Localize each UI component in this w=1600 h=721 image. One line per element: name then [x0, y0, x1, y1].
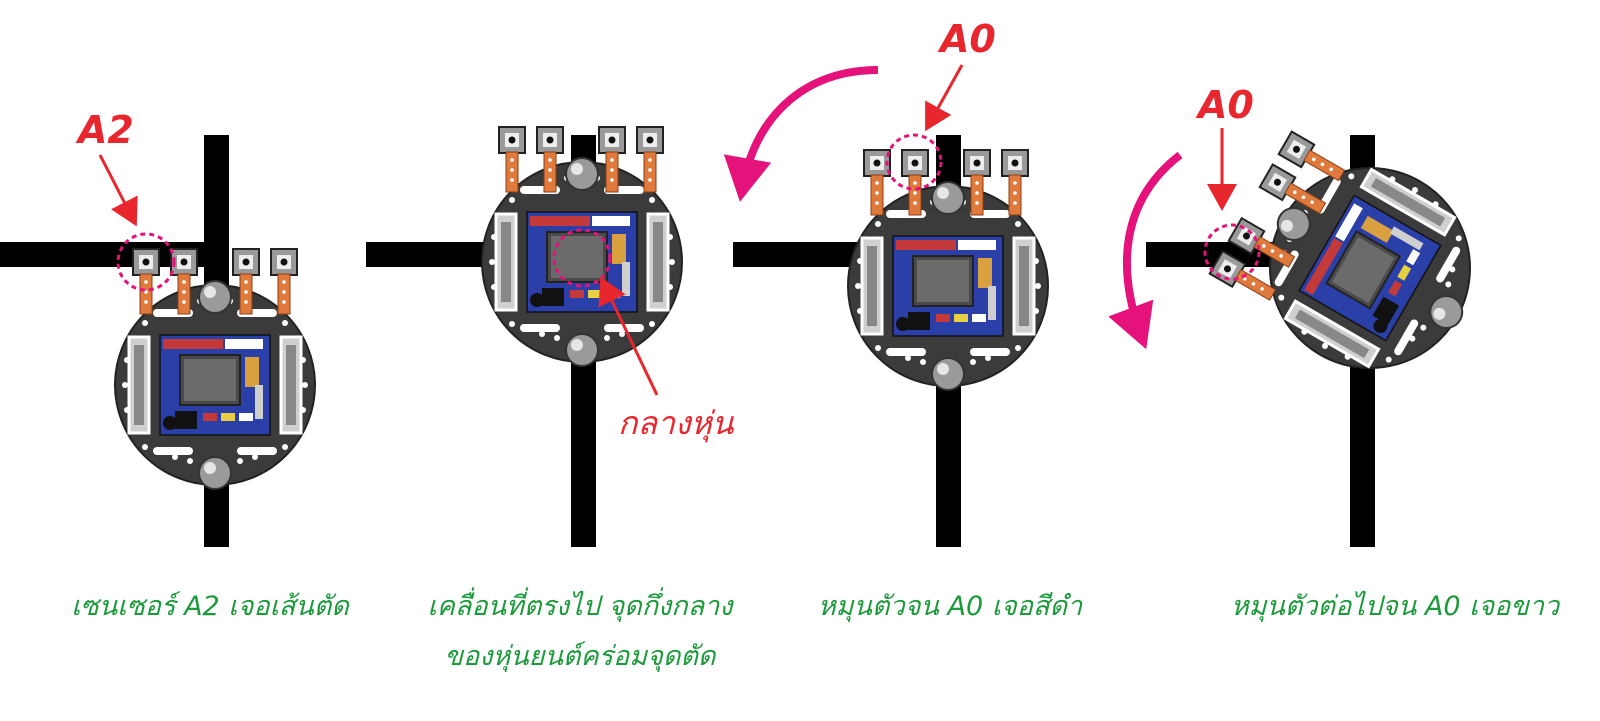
robot-3 [846, 149, 1050, 392]
pointer-arrow-1 [98, 154, 138, 227]
robot-1 [113, 248, 317, 491]
caption-line: ของหุ่นยนต์คร่อมจุดตัด [444, 641, 716, 672]
caption-panel-4: หมุนตัวต่อไปจน A0 เจอขาว [1195, 588, 1595, 626]
panel-4: A0 [1108, 83, 1512, 547]
caption-line: เคลื่อนที่ตรงไป จุดกึ่งกลาง [427, 591, 733, 622]
sensor-label-a2: A2 [75, 108, 134, 152]
caption-line: หมุนตัวจน A0 เจอสีดำ [817, 591, 1083, 622]
caption-panel-2: เคลื่อนที่ตรงไป จุดกึ่งกลาง ของหุ่นยนต์ค… [390, 588, 770, 676]
center-label: กลางหุ่น [618, 404, 735, 443]
rotate-ccw-arrow-icon [723, 66, 879, 202]
caption-panel-3: หมุนตัวจน A0 เจอสีดำ [760, 588, 1140, 626]
center-pointer-arrow [598, 276, 659, 396]
panel-1: A2 [0, 108, 317, 547]
sensor-highlight-3 [885, 133, 943, 191]
rotate-ccw-arrow-icon-4 [1108, 151, 1183, 350]
panel-2: กลางหุ่น [366, 126, 735, 547]
sensor-highlight-1 [116, 232, 176, 292]
pointer-arrow-3 [925, 64, 964, 132]
panel-3: A0 [723, 17, 1050, 547]
caption-line: เซนเซอร์ A2 เจอเส้นตัด [71, 591, 349, 622]
sensor-label-a0-3: A0 [937, 17, 996, 61]
sensor-label-a0-4: A0 [1195, 83, 1254, 127]
caption-panel-1: เซนเซอร์ A2 เจอเส้นตัด [20, 588, 400, 626]
caption-line: หมุนตัวต่อไปจน A0 เจอขาว [1230, 591, 1560, 622]
center-highlight [552, 228, 612, 288]
robot-2 [480, 126, 684, 368]
sensor-highlight-4 [1203, 223, 1261, 281]
